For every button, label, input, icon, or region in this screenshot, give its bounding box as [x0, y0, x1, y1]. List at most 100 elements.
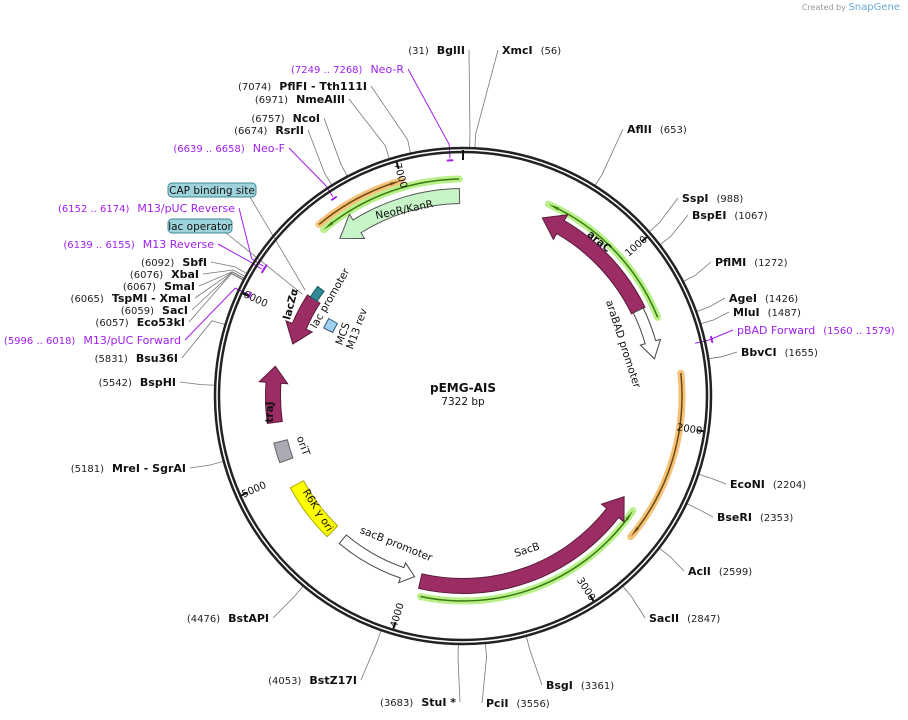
enzyme-position: (2599): [719, 567, 752, 578]
enzyme-name: Bsu36I: [136, 352, 178, 365]
enzyme-label[interactable]: PciI(3556): [486, 697, 550, 710]
primer-marker-pbad-forward: [710, 335, 714, 344]
label-leader-line: [307, 129, 333, 186]
neo-feature[interactable]: [339, 188, 461, 239]
backbone-outer: [213, 146, 713, 646]
plasmid-length: 7322 bp: [441, 396, 485, 408]
enzyme-position: (4053): [268, 676, 301, 687]
label-leader-line: [659, 214, 689, 246]
primer-label[interactable]: (6639 .. 6658)Neo-F: [173, 142, 285, 155]
primer-range: (6639 .. 6658): [173, 144, 245, 155]
enzyme-label[interactable]: (6674)RsrII: [234, 124, 304, 137]
enzyme-name: AclI: [688, 565, 711, 578]
primer-label[interactable]: (7249 .. 7268)Neo-R: [291, 63, 404, 76]
primer-marker-neo-f: [330, 196, 338, 201]
enzyme-name: SbfI: [182, 256, 207, 269]
tick-label: 6000: [241, 289, 269, 310]
enzyme-position: (5831): [95, 354, 128, 365]
traJ-feature[interactable]: [258, 365, 289, 425]
primer-label[interactable]: (6152 .. 6174) M13/pUC Reverse: [58, 202, 235, 215]
enzyme-name: SspI: [682, 192, 708, 205]
enzyme-name: XmcI: [502, 44, 533, 57]
enzyme-name: MreI - SgrAI: [112, 462, 186, 475]
feature-box[interactable]: [167, 182, 257, 198]
enzyme-label[interactable]: SacII(2847): [649, 612, 720, 625]
enzyme-name: PflMI: [715, 256, 746, 269]
enzyme-name: SacII: [649, 612, 679, 625]
enzyme-position: (5181): [71, 464, 104, 475]
enzyme-name: NcoI: [293, 112, 320, 125]
sacB-feature[interactable]: [417, 495, 625, 594]
enzyme-name: BsgI: [546, 679, 573, 692]
enzyme-label[interactable]: (3683)StuI *: [380, 696, 456, 709]
snapgene-credit: Created by SnapGene: [802, 2, 900, 13]
araC-feature[interactable]: [541, 214, 646, 315]
enzyme-name: EcoNI: [730, 478, 765, 491]
enzyme-position: (6971): [255, 95, 288, 106]
enzyme-label[interactable]: AflII (653): [627, 123, 687, 136]
sacB-promoter-feature[interactable]: [338, 534, 416, 584]
enzyme-label[interactable]: (4476)BstAPI: [187, 612, 269, 625]
enzyme-label[interactable]: (5181) MreI - SgrAI: [71, 462, 186, 475]
enzyme-name: TspMI - XmaI: [112, 292, 191, 305]
enzyme-label[interactable]: (6092)SbfI: [141, 256, 207, 269]
enzyme-position: (6057): [95, 318, 128, 329]
primer-name: M13/pUC Forward: [83, 334, 181, 347]
enzyme-label[interactable]: (6067)SmaI: [123, 280, 195, 293]
enzyme-label[interactable]: (5542) BspHI: [99, 376, 176, 389]
label-leader-line: [457, 643, 461, 703]
lacZ-feature[interactable]: [285, 294, 321, 345]
primer-label[interactable]: pBAD Forward(1560 .. 1579): [737, 324, 895, 337]
enzyme-name: StuI *: [421, 696, 456, 709]
enzyme-label[interactable]: BseRI(2353): [717, 511, 793, 524]
enzyme-label[interactable]: AgeI(1426): [729, 292, 798, 305]
enzyme-label[interactable]: (6059)SacI: [121, 304, 188, 317]
primer-name: M13/pUC Reverse: [137, 202, 235, 215]
primer-label[interactable]: (6139 .. 6155)M13 Reverse: [63, 238, 214, 251]
sacB-highlight-arrow[interactable]: [420, 510, 633, 602]
label-leader-line: [658, 547, 685, 572]
enzyme-name: AflII: [627, 123, 652, 136]
tick-mark: [640, 236, 648, 243]
primer-range: (6152 .. 6174): [58, 204, 130, 215]
enzyme-label[interactable]: (6076)XbaI: [130, 268, 199, 281]
feature-box[interactable]: [167, 218, 233, 234]
enzyme-label[interactable]: (6757)NcoI: [251, 112, 320, 125]
label-leader-line: [348, 98, 390, 160]
enzyme-label[interactable]: XmcI(56): [502, 44, 561, 57]
label-leader-line: [191, 272, 245, 311]
label-leader-line: [370, 85, 412, 154]
enzyme-position: (31): [408, 46, 429, 57]
enzyme-label[interactable]: PflMI(1272): [715, 256, 788, 269]
enzyme-label[interactable]: EcoNI (2204): [730, 478, 806, 491]
label-leader-line: [181, 320, 226, 359]
mcs-feature[interactable]: [323, 317, 339, 334]
enzyme-label[interactable]: (6065)TspMI - XmaI: [71, 292, 191, 305]
enzyme-label[interactable]: (7074)PflFI - Tth111I: [238, 80, 367, 93]
oriT-feature[interactable]: [273, 439, 294, 464]
enzyme-label[interactable]: BspEI(1067): [692, 209, 768, 222]
enzyme-label[interactable]: (5831) Bsu36I: [95, 352, 178, 365]
enzyme-label[interactable]: (6057)Eco53kI: [95, 316, 185, 329]
enzyme-position: (2204): [773, 480, 806, 491]
enzyme-name: BglII: [437, 44, 465, 57]
enzyme-label[interactable]: MluI(1487): [733, 306, 801, 319]
enzyme-position: (5542): [99, 378, 132, 389]
enzyme-position: (653): [660, 125, 687, 136]
araBAD-promoter-feature[interactable]: [632, 307, 662, 360]
enzyme-label[interactable]: (31) BglII: [408, 44, 465, 57]
primer-label[interactable]: (5996 .. 6018)M13/pUC Forward: [4, 334, 181, 347]
enzyme-label[interactable]: (6971)NmeAIII: [255, 93, 345, 106]
enzyme-name: BspHI: [140, 376, 176, 389]
r6k-ori-feature[interactable]: [289, 480, 339, 538]
lac-promoter-feature[interactable]: [309, 285, 325, 302]
enzyme-label[interactable]: AclI (2599): [688, 565, 752, 578]
label-leader-line: [694, 329, 734, 344]
sacB-label: SacB: [513, 540, 542, 559]
features: [247, 159, 714, 605]
enzyme-label[interactable]: BbvCI(1655): [741, 346, 818, 359]
enzyme-label[interactable]: SspI(988): [682, 192, 743, 205]
tick-label: 3000: [574, 576, 597, 603]
enzyme-label[interactable]: BsgI(3361): [546, 679, 614, 692]
enzyme-label[interactable]: (4053)BstZ17I: [268, 674, 357, 687]
